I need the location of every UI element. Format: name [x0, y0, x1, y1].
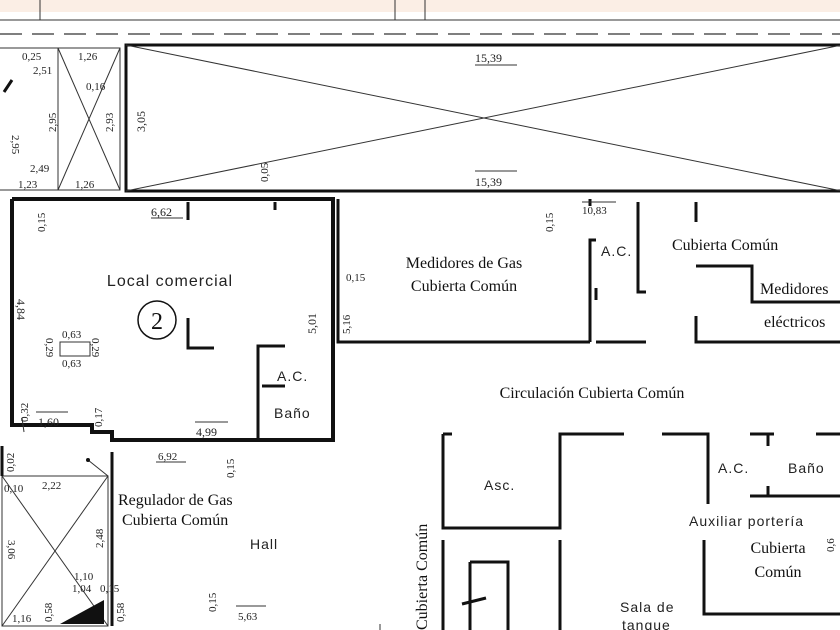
dim-top-width: 15,39	[475, 51, 502, 65]
dim-reg-b: 2,22	[42, 480, 61, 492]
dim-left-h: 2,49	[30, 163, 50, 175]
regulador-walls	[0, 446, 381, 630]
room-asc: Asc.	[484, 477, 515, 493]
gas-walls	[336, 199, 840, 344]
dim-reg-a: 0,10	[4, 483, 24, 495]
dim-col-b: 0,29	[43, 338, 55, 358]
room-hall: Hall	[250, 536, 278, 552]
room-medidores-el: Medidores	[760, 281, 828, 298]
room-regulador-sub: Cubierta Común	[122, 512, 228, 529]
dim-left-i: 1,23	[18, 179, 38, 191]
unit-number: 2	[151, 309, 163, 335]
dim-gas-width: 10,83	[582, 205, 607, 217]
dim-reg-f: 1,10	[74, 571, 94, 583]
dim-col-d: 0,63	[62, 358, 82, 370]
room-escalera: Cubierta Común	[414, 524, 431, 630]
dim-col-a: 0,63	[62, 329, 82, 341]
core-walls	[441, 432, 840, 630]
top-strip	[0, 0, 840, 12]
dim-low-d: 4,99	[196, 425, 217, 439]
dim-local-left-h: 0,15	[36, 212, 48, 232]
room-medidores-el-sub: eléctricos	[764, 314, 825, 331]
room-bano1: Baño	[274, 405, 311, 421]
dim-reg-h: 0,15	[100, 583, 120, 595]
dim-bot-b: 5,63	[238, 611, 258, 623]
room-ac2: A.C.	[601, 243, 632, 259]
dim-reg-g: 1,04	[72, 583, 92, 595]
dim-left-j: 1,26	[75, 179, 95, 191]
dim-reg-e: 3,06	[5, 540, 17, 560]
hatched-void	[124, 43, 840, 193]
room-sala: Sala de	[620, 599, 674, 615]
dim-gas-top: 0,15	[544, 212, 556, 232]
dim-left-d: 0,16	[86, 81, 106, 93]
left-shaft	[0, 47, 121, 191]
room-gas-sub: Cubierta Común	[411, 278, 517, 295]
room-sala2: tanque	[622, 617, 671, 630]
dim-reg-i: 1,16	[12, 613, 32, 625]
dim-low-b: 1,60	[38, 415, 59, 429]
dim-left-c: 2,51	[33, 65, 52, 77]
room-cubierta2b: Común	[754, 564, 801, 581]
dim-aux-a: 0,6	[825, 538, 837, 552]
dim-left-f: 2,95	[47, 112, 59, 132]
dim-local-side: 0,15	[346, 272, 366, 284]
room-cubierta: Cubierta Común	[672, 237, 778, 254]
room-local: Local comercial	[107, 273, 233, 290]
room-cubierta2a: Cubierta	[750, 540, 805, 557]
dim-hall-w: 6,92	[158, 451, 177, 463]
room-ac1: A.C.	[277, 368, 308, 384]
dim-reg-d: 2,48	[94, 528, 106, 548]
local-walls	[10, 197, 335, 442]
dim-bot-a: 0,15	[207, 592, 219, 612]
room-circulacion: Circulación Cubierta Común	[500, 385, 685, 402]
dim-left-a: 0,25	[22, 51, 42, 63]
dim-col-c: 0,29	[89, 338, 101, 358]
dim-local-width: 6,62	[151, 205, 172, 219]
dim-left-e: 2,95	[9, 135, 21, 155]
dim-reg-c: 0,02	[5, 453, 17, 472]
column-marker	[59, 341, 91, 357]
dim-left-b: 1,26	[78, 51, 98, 63]
room-gas: Medidores de Gas	[406, 255, 522, 272]
room-bano2: Baño	[788, 460, 825, 476]
dim-hatch-height: 3,05	[134, 111, 148, 132]
dim-reg-j: 0,58	[43, 602, 55, 622]
dim-low-a: 0,32	[19, 403, 31, 422]
dim-left-g: 2,93	[104, 112, 116, 132]
dim-local-side2: 5,16	[341, 314, 353, 334]
room-auxiliar: Auxiliar portería	[689, 513, 804, 529]
dim-local-height: 4,84	[14, 299, 28, 320]
room-ac3: A.C.	[718, 460, 749, 476]
dim-hatch-small: 0,05	[259, 162, 271, 182]
dim-bottom-width: 15,39	[475, 175, 502, 189]
dim-reg-k: 0,58	[115, 602, 127, 622]
dim-hall-h: 0,15	[225, 458, 237, 478]
dim-local-right-h: 5,01	[305, 313, 319, 334]
unit-number-circle	[137, 300, 177, 340]
room-regulador: Regulador de Gas	[118, 492, 233, 509]
dim-low-c: 0,17	[93, 407, 105, 427]
